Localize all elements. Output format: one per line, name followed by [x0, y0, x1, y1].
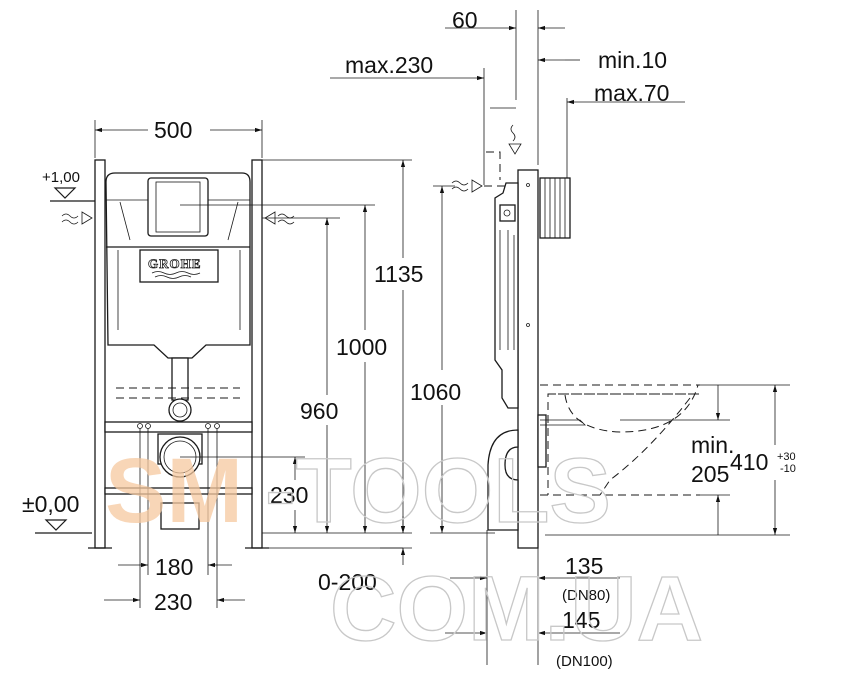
tolerance-plus: +30: [777, 451, 796, 463]
dim-height-230: 230: [270, 482, 308, 508]
toilet-bowl-outline: [540, 384, 700, 496]
watermark-sm: SM: [105, 440, 243, 542]
label-min: min.: [691, 432, 734, 458]
dim-width-230: 230: [154, 589, 192, 615]
waste-bend: [487, 429, 519, 531]
frame-right-post: [251, 159, 263, 549]
grohe-logo: GROHE: [148, 256, 201, 271]
dim-height-1060: 1060: [410, 379, 461, 405]
level-zero: ±0,00: [22, 491, 79, 517]
dim-width-180: 180: [155, 554, 193, 580]
watermark-com-ua: COM.UA: [330, 558, 703, 660]
watermark-tools: -TOOLS: [265, 440, 611, 542]
dim-height-960: 960: [300, 398, 338, 424]
side-view: 60 max.230 min.10 max.70 1060 min. 205 4…: [330, 7, 796, 670]
flush-plate-opening: [147, 177, 209, 237]
water-inlet-top-icon: [508, 124, 522, 155]
dim-60: 60: [452, 7, 478, 33]
dim-max-70: max.70: [594, 80, 669, 106]
dim-height-1000: 1000: [336, 334, 387, 360]
water-inlet-icon-side: [451, 179, 483, 193]
tolerance-minus: -10: [780, 463, 796, 475]
dim-height-1135: 1135: [374, 261, 423, 287]
flush-pipe-outlet: [168, 398, 192, 422]
dim-width-500: 500: [154, 117, 192, 143]
label-dn80: (DN80): [562, 587, 610, 604]
floor-level-marker-icon: [35, 519, 92, 534]
dim-145: 145: [562, 607, 600, 633]
dim-adjust-0-200: 0-200: [318, 569, 377, 595]
dim-height-410: 410: [730, 449, 768, 475]
level-marker-icon: [50, 187, 95, 202]
watermark: SM -TOOLS COM.UA: [105, 439, 704, 660]
dim-max-230: max.230: [345, 52, 433, 78]
dim-135: 135: [565, 553, 603, 579]
frame-left-post: [94, 159, 106, 549]
level-plus-1: +1,00: [42, 169, 80, 186]
dim-min-10: min.10: [598, 47, 667, 73]
dim-min-205: 205: [691, 461, 729, 487]
water-inlet-icon: [61, 211, 93, 225]
label-dn100: (DN100): [556, 653, 613, 670]
cistern-side: [494, 182, 519, 409]
front-view: GROHE 500 +1,00 ±0,00: [22, 117, 423, 615]
